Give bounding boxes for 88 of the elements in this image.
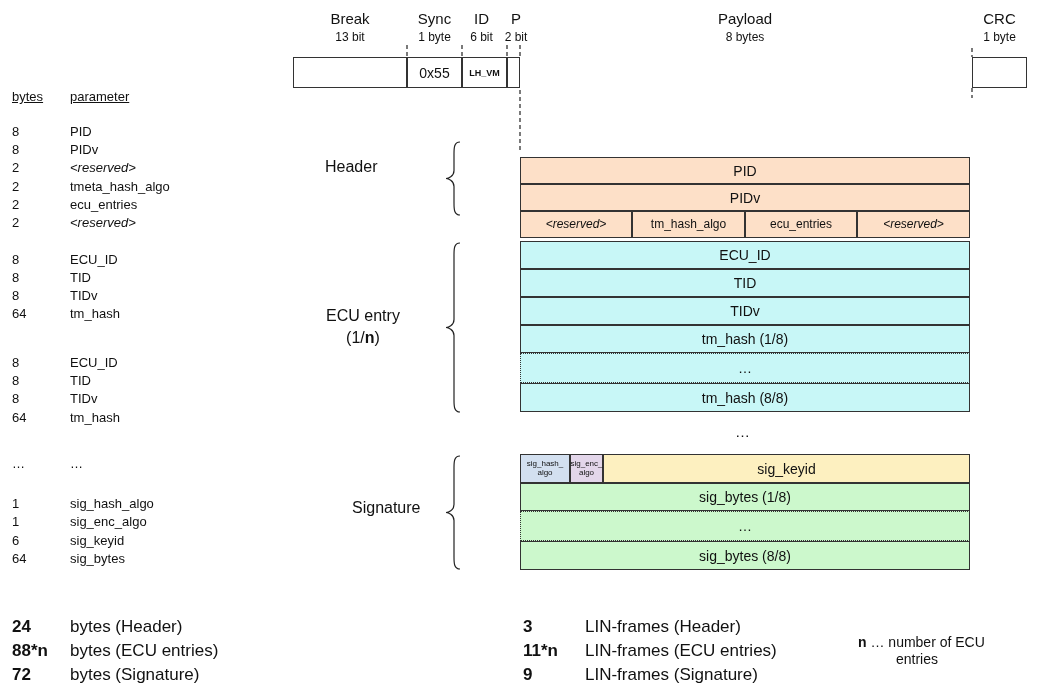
ellipsis: … xyxy=(735,423,750,440)
payload-field: <reserved> xyxy=(520,211,632,238)
frame-field-box: 0x55 xyxy=(407,57,462,88)
payload-field: tm_hash (1/8) xyxy=(520,325,970,353)
byte-count: 8 xyxy=(12,270,20,285)
parameter-name: TID xyxy=(70,373,91,388)
parameter-name: sig_hash_algo xyxy=(70,496,154,511)
field-size: 6 bit xyxy=(470,30,493,44)
parameter-name: tmeta_hash_algo xyxy=(70,179,170,194)
byte-count: 2 xyxy=(12,197,20,212)
byte-count: 2 xyxy=(12,215,20,230)
payload-field: sig_bytes (8/8) xyxy=(520,541,970,570)
total-description: LIN-frames (Signature) xyxy=(585,665,758,685)
byte-count: 8 xyxy=(12,373,20,388)
parameter-name: ECU_ID xyxy=(70,252,118,267)
parameter-name: <reserved> xyxy=(70,160,136,175)
payload-field: ECU_ID xyxy=(520,241,970,269)
field-name: Sync xyxy=(417,10,452,27)
section-label: ECU entry (1/n) xyxy=(325,306,401,348)
byte-count: 1 xyxy=(12,514,20,529)
byte-count: … xyxy=(12,456,25,471)
payload-field: TID xyxy=(520,269,970,297)
total-description: LIN-frames (ECU entries) xyxy=(585,641,777,661)
total-value: 24 xyxy=(12,617,31,637)
footnote: n … number of ECU entries xyxy=(858,634,986,668)
parameter-name: ecu_entries xyxy=(70,197,138,212)
field-size: 1 byte xyxy=(983,30,1016,44)
byte-count: 64 xyxy=(12,410,27,425)
field-size: 1 byte xyxy=(418,30,451,44)
parameter-name: sig_keyid xyxy=(70,533,125,548)
payload-field: tm_hash_algo xyxy=(632,211,745,238)
total-value: 3 xyxy=(523,617,533,637)
byte-count: 8 xyxy=(12,391,20,406)
byte-count: 8 xyxy=(12,142,20,157)
parameter-name: TIDv xyxy=(70,391,98,406)
parameter-name: PIDv xyxy=(70,142,99,157)
field-name: Payload xyxy=(717,10,773,27)
payload-field: ecu_entries xyxy=(745,211,857,238)
parameter-name: TIDv xyxy=(70,288,98,303)
field-name: Break xyxy=(330,10,370,27)
payload-field: <reserved> xyxy=(857,211,970,238)
parameter-name: sig_enc_algo xyxy=(70,514,147,529)
total-description: bytes (Header) xyxy=(70,617,183,637)
frame-field-box: LH_VM xyxy=(462,57,507,88)
byte-count: 6 xyxy=(12,533,20,548)
field-size: 8 bytes xyxy=(725,30,765,44)
parameter-name: tm_hash xyxy=(70,306,120,321)
byte-count: 8 xyxy=(12,124,20,139)
byte-count: 8 xyxy=(12,288,20,303)
byte-count: 8 xyxy=(12,252,20,267)
total-value: 11*n xyxy=(523,641,558,661)
total-description: LIN-frames (Header) xyxy=(585,617,741,637)
column-header: bytes xyxy=(12,89,44,104)
total-value: 88*n xyxy=(12,641,48,661)
byte-count: 1 xyxy=(12,496,20,511)
parameter-name: tm_hash xyxy=(70,410,120,425)
section-label: Signature xyxy=(352,499,421,517)
parameter-name: ECU_ID xyxy=(70,355,118,370)
section-label: Header xyxy=(325,158,378,176)
parameter-name: PID xyxy=(70,124,92,139)
payload-field: sig_hash_ algo xyxy=(520,454,570,483)
payload-field: tm_hash (8/8) xyxy=(520,383,970,412)
field-name: ID xyxy=(474,10,489,27)
byte-count: 64 xyxy=(12,551,27,566)
payload-field: sig_bytes (1/8) xyxy=(520,483,970,511)
byte-count: 2 xyxy=(12,179,20,194)
field-name: CRC xyxy=(983,10,1016,27)
byte-count: 8 xyxy=(12,355,20,370)
total-description: bytes (ECU entries) xyxy=(70,641,219,661)
column-header: parameter xyxy=(70,89,130,104)
byte-count: 64 xyxy=(12,306,27,321)
field-size: 13 bit xyxy=(335,30,365,44)
payload-field: TIDv xyxy=(520,297,970,325)
payload-field: PID xyxy=(520,157,970,184)
payload-field: PIDv xyxy=(520,184,970,211)
parameter-name: sig_bytes xyxy=(70,551,125,566)
parameter-name: … xyxy=(70,456,83,471)
parameter-name: TID xyxy=(70,270,91,285)
total-value: 72 xyxy=(12,665,31,685)
field-size: 2 bit xyxy=(504,30,528,44)
payload-field: sig_keyid xyxy=(603,454,970,483)
continuation-row: … xyxy=(520,353,970,383)
total-value: 9 xyxy=(523,665,533,685)
continuation-row: … xyxy=(520,511,970,541)
parameter-name: <reserved> xyxy=(70,215,136,230)
byte-count: 2 xyxy=(12,160,20,175)
total-description: bytes (Signature) xyxy=(70,665,200,685)
field-name: P xyxy=(511,10,521,27)
